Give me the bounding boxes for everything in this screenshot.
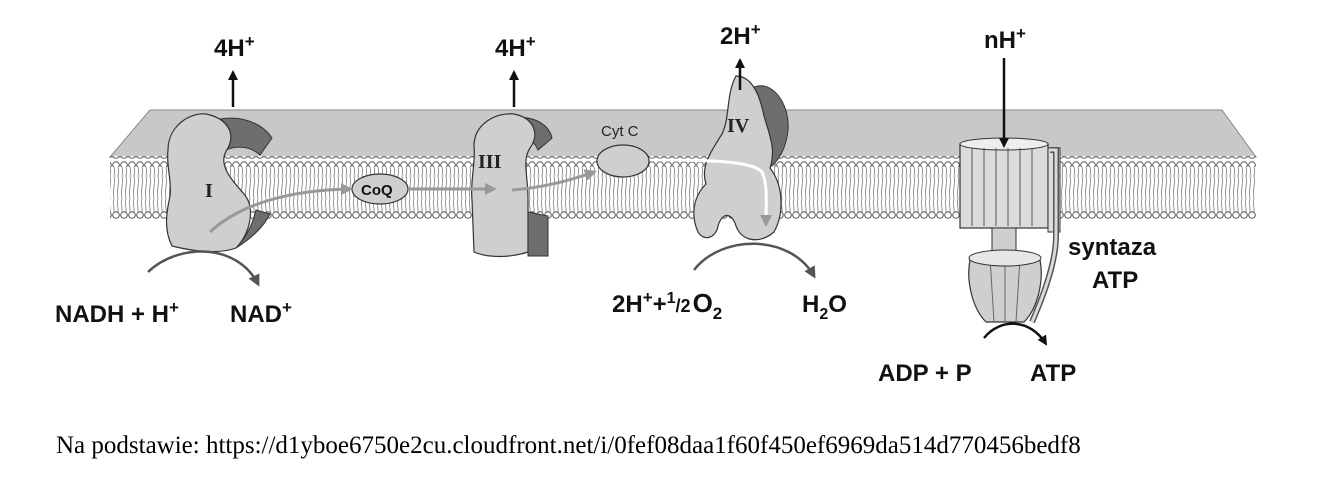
complex-iv-label: IV	[727, 115, 750, 137]
complex-i-proton-label: 4H+	[214, 32, 255, 62]
complex-iii-proton-label: 4H+	[495, 32, 536, 62]
oxygen-reaction-substrates: 2H++1/2O2	[612, 288, 722, 323]
atp-synthase-proton-label: nH+	[984, 24, 1026, 54]
synthase-name-line1: syntaza	[1068, 234, 1157, 261]
reaction-arrows	[148, 244, 1046, 344]
atp-synthase	[960, 138, 1060, 322]
coq-label: CoQ	[361, 182, 393, 199]
cytc-label: Cyt C	[601, 123, 639, 140]
complex-iii-label: III	[478, 151, 502, 173]
membrane	[110, 110, 1256, 220]
adp-label: ADP + P	[878, 360, 972, 387]
lipid-tails-layer	[110, 164, 1256, 212]
lipid-heads-lower	[110, 209, 1256, 220]
coq-carrier: CoQ	[352, 174, 408, 204]
synthase-name-line2: ATP	[1092, 267, 1138, 294]
nadh-label: NADH + H+	[55, 298, 179, 328]
complex-iv: IV	[694, 76, 788, 240]
nad-label: NAD+	[230, 298, 292, 328]
atp-product-label: ATP	[1030, 360, 1076, 387]
complex-iv-proton-label: 2H+	[720, 20, 761, 50]
membrane-top-surface	[110, 110, 1256, 157]
source-caption: Na podstawie: https://d1yboe6750e2cu.clo…	[56, 432, 1081, 460]
water-label: H2O	[802, 291, 847, 323]
complex-i-label: I	[205, 180, 213, 202]
